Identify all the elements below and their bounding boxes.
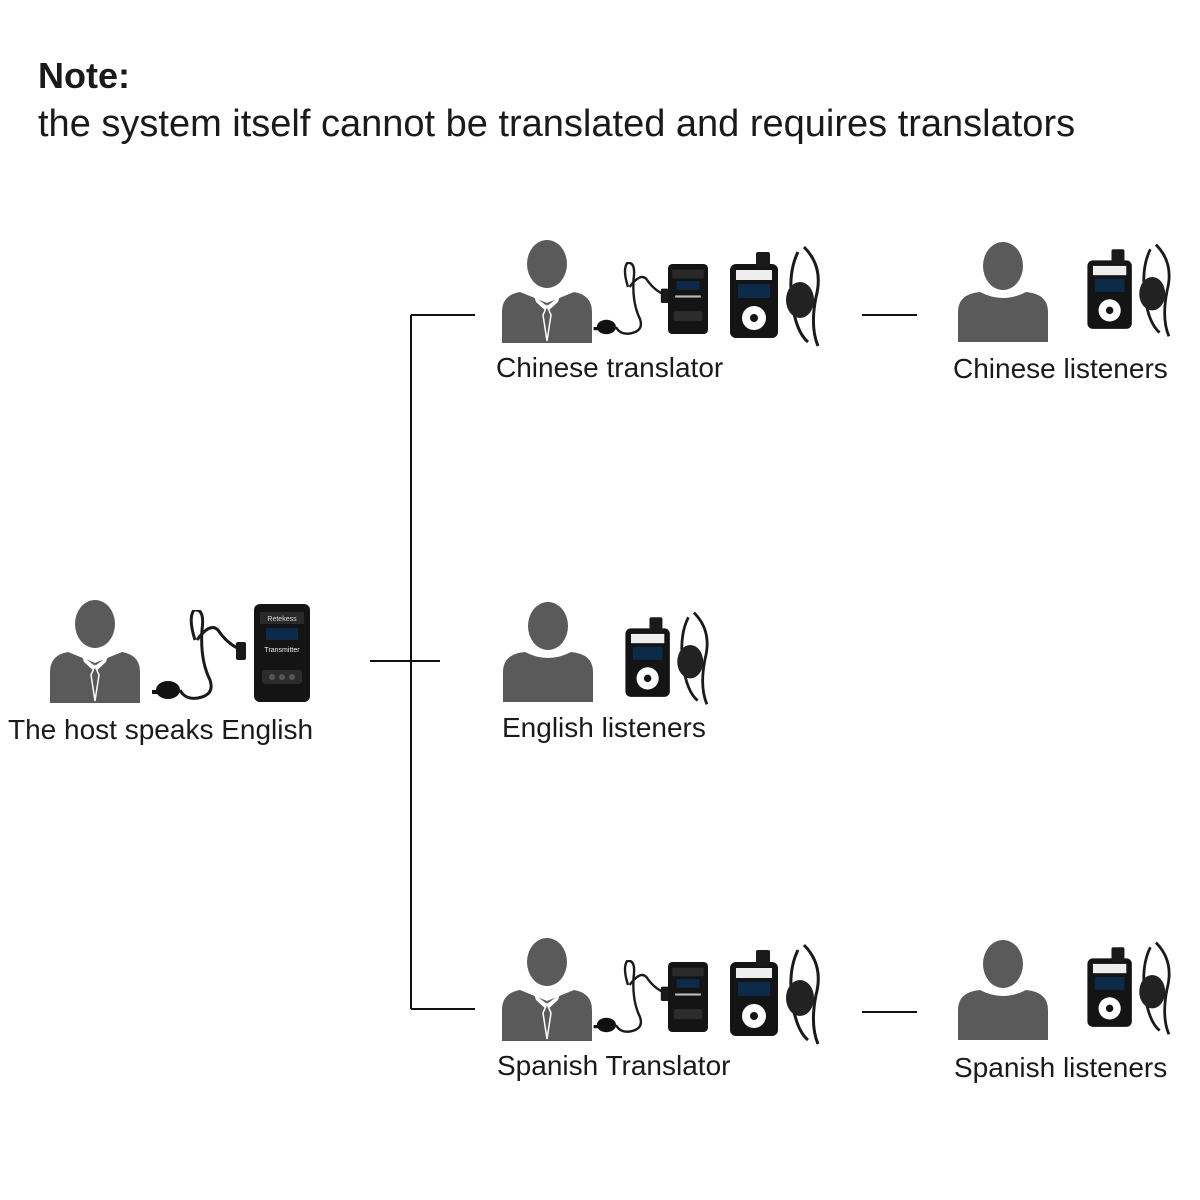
microphone-icon bbox=[593, 960, 669, 1033]
person-icon bbox=[50, 600, 140, 703]
receiver-icon bbox=[625, 611, 709, 705]
note-text: the system itself cannot be translated a… bbox=[38, 103, 1076, 145]
spanish-translator-label: Spanish Translator bbox=[497, 1050, 731, 1081]
transmitter-icon: Retekess Transmitter bbox=[254, 604, 310, 702]
transmitter-icon bbox=[668, 264, 708, 334]
receiver-icon bbox=[730, 943, 820, 1045]
host-label: The host speaks English bbox=[8, 714, 314, 745]
person-icon bbox=[503, 602, 593, 702]
transmitter-name: Transmitter bbox=[264, 647, 300, 654]
person-icon bbox=[502, 938, 592, 1041]
microphone-icon bbox=[593, 262, 669, 335]
person-icon bbox=[502, 240, 592, 343]
receiver-icon bbox=[1087, 941, 1171, 1035]
person-icon bbox=[958, 242, 1048, 342]
spanish-listeners-label: Spanish listeners bbox=[954, 1052, 1168, 1083]
transmitter-icon bbox=[668, 962, 708, 1032]
microphone-icon bbox=[152, 610, 246, 700]
person-icon bbox=[958, 940, 1048, 1040]
transmitter-brand: Retekess bbox=[267, 616, 297, 623]
chinese-listeners-label: Chinese listeners bbox=[953, 353, 1168, 384]
note-title: Note: bbox=[38, 55, 130, 96]
english-listeners-label: English listeners bbox=[502, 712, 706, 743]
receiver-icon bbox=[1087, 243, 1171, 337]
chinese-translator-label: Chinese translator bbox=[496, 352, 724, 383]
receiver-icon bbox=[730, 245, 820, 347]
